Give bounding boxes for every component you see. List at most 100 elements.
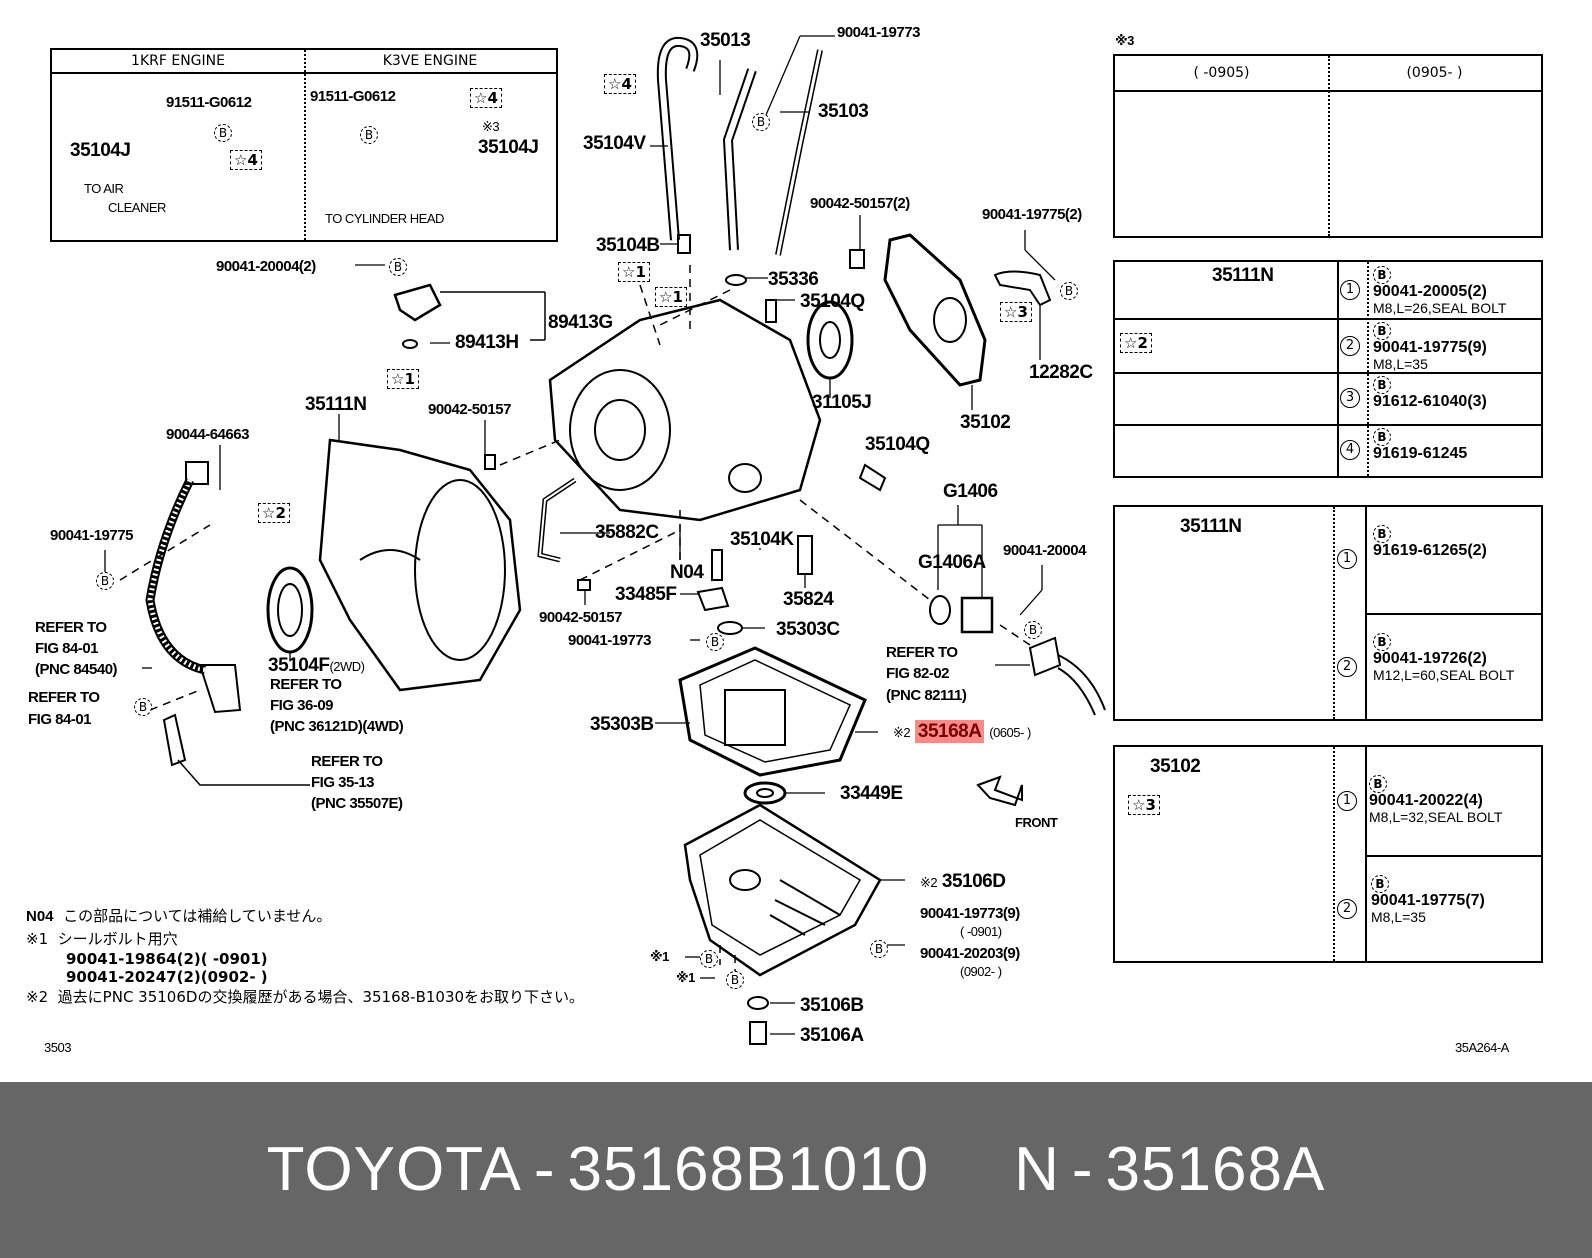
- star-4-badge: ☆4: [470, 88, 502, 108]
- callout-35104q-top[interactable]: 35104Q: [800, 291, 865, 312]
- callout-35168a-highlighted[interactable]: 35168A: [914, 720, 985, 743]
- callout-35106b[interactable]: 35106B: [800, 995, 864, 1016]
- callout-35104q-mid[interactable]: 35104Q: [865, 434, 930, 455]
- variant-inset: ( -0905) (0905- ): [1113, 54, 1543, 238]
- note-to-air: TO AIR: [84, 181, 124, 196]
- refer-fig-35-13-l1[interactable]: REFER TO: [311, 753, 383, 770]
- brand-name: TOYOTA: [266, 1135, 522, 1204]
- column-divider: [1333, 507, 1335, 719]
- callout-35104b[interactable]: 35104B: [596, 235, 660, 256]
- callout-90041-19775[interactable]: 90041-19775: [50, 527, 133, 544]
- callout-90041-19773[interactable]: 90041-19773: [837, 24, 920, 41]
- refer-fig-36-09-l2[interactable]: FIG 36-09: [270, 697, 334, 714]
- part-number: 35104F: [268, 655, 330, 676]
- star-4-badge: ☆4: [604, 74, 636, 94]
- callout-35106a[interactable]: 35106A: [800, 1025, 864, 1046]
- column-divider: [1365, 747, 1367, 961]
- callout-35103[interactable]: 35103: [818, 101, 869, 122]
- note-1-line3: 90041-20247(2)(0902- ): [66, 968, 268, 986]
- callout-33449e[interactable]: 33449E: [840, 783, 903, 804]
- callout-g1406[interactable]: G1406: [943, 481, 998, 502]
- callout-35111n[interactable]: 35111N: [305, 394, 367, 415]
- callout-90041-20004[interactable]: 90041-20004: [1003, 542, 1086, 559]
- callout-90042-50157-b[interactable]: 90042-50157: [539, 609, 622, 626]
- note-cleaner: CLEANER: [108, 200, 166, 215]
- bolt-b-marker: B: [1060, 282, 1078, 300]
- bolt-b-marker: B: [1373, 266, 1391, 284]
- callout-90041-19775-2[interactable]: 90041-19775(2): [982, 206, 1082, 223]
- separator: -: [1071, 1135, 1094, 1204]
- part-number: 90041-19775(7): [1371, 892, 1485, 909]
- note-text: この部品については補給していません。: [63, 907, 332, 925]
- callout-35104f[interactable]: 35104F(2WD): [268, 656, 365, 675]
- refer-fig-84-01-l1[interactable]: REFER TO: [35, 619, 107, 636]
- note-mark-2: ※2: [920, 875, 938, 890]
- callout-35824[interactable]: 35824: [783, 589, 834, 610]
- num-1-icon: 1: [1340, 280, 1360, 300]
- callout-90042-50157-2[interactable]: 90042-50157(2): [810, 195, 910, 212]
- callout-91511-g0612-k3ve[interactable]: 91511-G0612: [310, 88, 396, 105]
- callout-35303b[interactable]: 35303B: [590, 714, 654, 735]
- refer-fig-82-02-l1[interactable]: REFER TO: [886, 644, 958, 661]
- refer-fig-82-02-l2[interactable]: FIG 82-02: [886, 665, 950, 682]
- callout-35882c[interactable]: 35882C: [595, 522, 659, 543]
- refer-fig-35-13-l3[interactable]: (PNC 35507E): [311, 795, 403, 812]
- refer-fig-84-01b-l2[interactable]: FIG 84-01: [28, 711, 92, 728]
- callout-35303c[interactable]: 35303C: [776, 619, 840, 640]
- callout-35013[interactable]: 35013: [700, 30, 751, 51]
- star-3-badge: ☆3: [1128, 795, 1160, 815]
- bolt-spec-text: M8,L=35: [1373, 356, 1428, 372]
- callout-35104j-1krf[interactable]: 35104J: [70, 140, 131, 161]
- callout-90041-20004-2[interactable]: 90041-20004(2): [216, 258, 316, 275]
- callout-90041-19773-9[interactable]: 90041-19773(9): [920, 905, 1020, 922]
- callout-90041-19773-mid[interactable]: 90041-19773: [568, 632, 651, 649]
- callout-35104j-k3ve[interactable]: 35104J: [478, 137, 539, 158]
- drawing-id: 35A264-A: [1455, 1040, 1509, 1055]
- callout-35106d[interactable]: ※2 35106D: [920, 872, 1006, 891]
- callout-90044-64663[interactable]: 90044-64663: [166, 426, 249, 443]
- callout-89413h[interactable]: 89413H: [455, 332, 519, 353]
- callout-35104v[interactable]: 35104V: [583, 133, 646, 154]
- refer-fig-36-09-l1[interactable]: REFER TO: [270, 676, 342, 693]
- callout-33485f[interactable]: 33485F: [615, 584, 677, 605]
- footnotes: N04 この部品については補給していません。 ※1 シールボルト用穴 90041…: [26, 905, 584, 1008]
- callout-91511-g0612-1krf[interactable]: 91511-G0612: [166, 94, 252, 111]
- num-2-icon: 2: [1340, 336, 1360, 356]
- date-range: (0902- ): [960, 964, 1002, 979]
- callout-g1406a[interactable]: G1406A: [918, 552, 986, 573]
- refer-fig-84-01-l3[interactable]: (PNC 84540): [35, 661, 118, 678]
- callout-89413g[interactable]: 89413G: [548, 312, 613, 333]
- refer-fig-82-02-l3[interactable]: (PNC 82111): [886, 687, 967, 704]
- callout-n04[interactable]: N04: [670, 562, 704, 583]
- callout-12282c[interactable]: 12282C: [1029, 362, 1093, 383]
- callout-90041-20203-9[interactable]: 90041-20203(9): [920, 945, 1020, 962]
- star-3-badge: ☆3: [1000, 302, 1032, 322]
- note-1-line2: 90041-19864(2)( -0901): [66, 950, 268, 968]
- refer-fig-84-01-l2[interactable]: FIG 84-01: [35, 640, 99, 657]
- callout-90042-50157-a[interactable]: 90042-50157: [428, 401, 511, 418]
- table-part-35111n[interactable]: 35111N: [1180, 516, 1242, 537]
- callout-31105j[interactable]: 31105J: [812, 392, 872, 413]
- table-part-35111n[interactable]: 35111N: [1212, 265, 1274, 286]
- refer-fig-84-01b-l1[interactable]: REFER TO: [28, 689, 100, 706]
- refer-fig-35-13-l2[interactable]: FIG 35-13: [311, 774, 375, 791]
- bolt-b-marker: B: [1373, 322, 1391, 340]
- refer-fig-36-09-l3[interactable]: (PNC 36121D)(4WD): [270, 718, 404, 735]
- callout-35104k[interactable]: 35104K: [730, 529, 794, 550]
- note-mark-3: ※3: [482, 119, 500, 134]
- table-part-35102[interactable]: 35102: [1150, 756, 1201, 777]
- callout-35102[interactable]: 35102: [960, 412, 1011, 433]
- callout-35336[interactable]: 35336: [768, 269, 819, 290]
